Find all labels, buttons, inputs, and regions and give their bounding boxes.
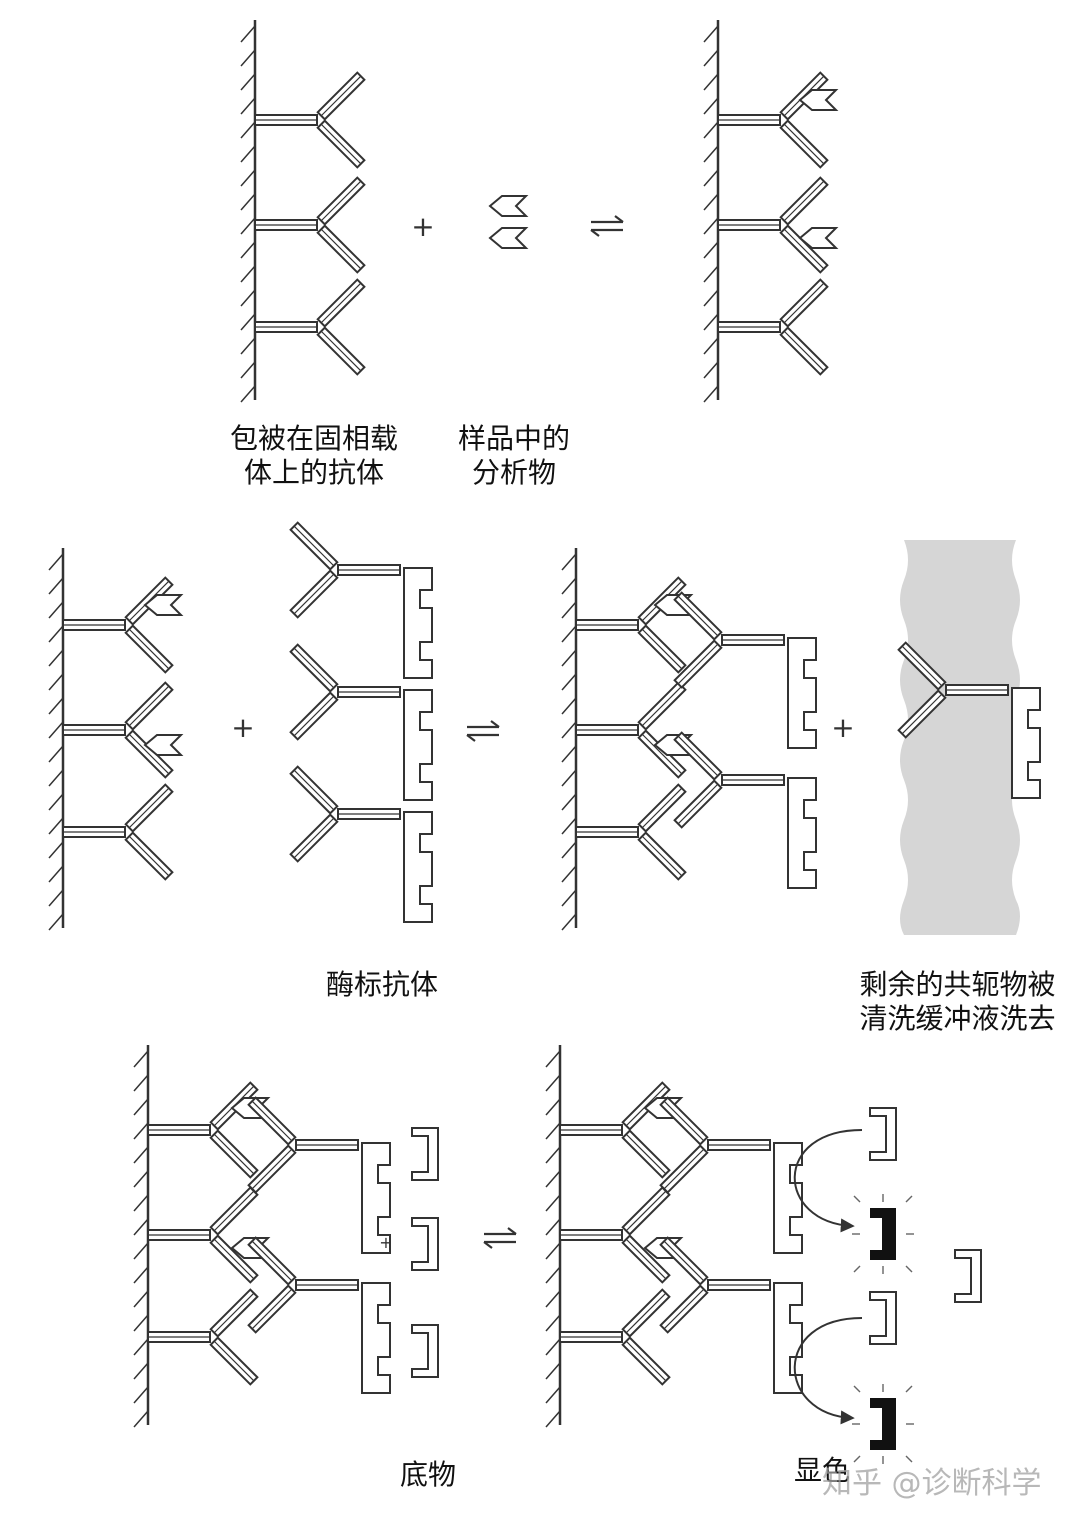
equilibrium-arrows	[482, 1226, 518, 1250]
watermark: 知乎 @诊断科学	[822, 1466, 1042, 1501]
plus-sign: +	[231, 711, 254, 744]
label-enzyme-antibody: 酶标抗体	[325, 968, 438, 1001]
label-coated-antibody: 包被在固相载 体上的抗体	[229, 422, 398, 489]
label-color: 显色	[793, 1454, 850, 1487]
row2-captured-analytes	[47, 546, 182, 932]
row3-complex-left	[132, 1043, 390, 1429]
enzyme-labelled-antibodies	[291, 523, 432, 922]
label-analyte: 样品中的 分析物	[457, 422, 570, 489]
substrate-molecules	[411, 1127, 439, 1378]
label-excess-conjugate: 剩余的共轭物被 清洗缓冲液洗去	[859, 968, 1056, 1035]
label-substrate: 底物	[399, 1458, 456, 1491]
wash-buffer-region	[899, 540, 1040, 935]
row3-complex-right	[544, 1043, 802, 1429]
plus-sign: +	[831, 711, 854, 744]
color-development	[793, 1107, 982, 1465]
row1-bound-antibodies	[702, 18, 837, 404]
equilibrium-arrows	[589, 214, 625, 238]
equilibrium-arrows	[465, 719, 501, 743]
plus-sign: +	[379, 1233, 392, 1252]
row2-sandwich-complex	[560, 546, 816, 932]
row1-analytes	[489, 195, 527, 249]
plus-sign: +	[411, 210, 434, 243]
row1-coated-antibodies	[239, 18, 366, 404]
